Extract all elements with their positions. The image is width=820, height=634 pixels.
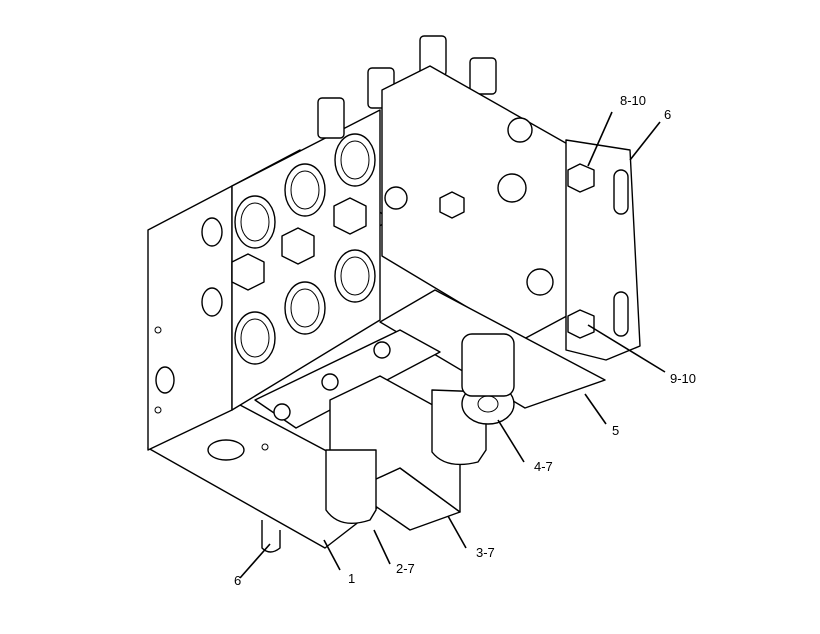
callout-3-7: 3-7	[476, 545, 495, 560]
hole-left-1	[154, 326, 162, 334]
leader-3-7	[447, 515, 467, 549]
callout-9-10: 9-10	[670, 371, 697, 386]
cover-port-4	[384, 186, 408, 210]
bracket-bolt-lower	[567, 309, 595, 339]
callout-6-bottom: 6	[234, 573, 242, 588]
base-fitting	[207, 439, 245, 461]
cover-bolt	[439, 191, 465, 219]
hex-plug-1	[231, 253, 265, 291]
spool-cap-4	[469, 57, 497, 95]
solenoid-cylinder	[461, 333, 515, 397]
hex-plug-3	[333, 197, 367, 235]
port-front-6-inner	[340, 256, 370, 296]
hex-plug-2	[281, 227, 315, 265]
base-hole	[261, 443, 269, 451]
cover-plate	[381, 65, 579, 341]
leader-5	[584, 393, 607, 425]
callout-5: 5	[612, 423, 620, 438]
callout-2-7: 2-7	[396, 561, 415, 576]
leader-2-7	[373, 529, 391, 565]
cover-port-2	[497, 173, 527, 203]
port-front-1-inner	[240, 202, 270, 242]
manifold-port-3	[373, 341, 391, 359]
leader-6-bottom	[239, 543, 271, 579]
leader-8-10	[587, 111, 613, 167]
bracket-slot-1	[613, 169, 629, 215]
port-front-5-inner	[290, 288, 320, 328]
hole-left-2	[154, 406, 162, 414]
cover-port-3	[526, 268, 554, 296]
port-front-4-inner	[240, 318, 270, 358]
port-front-3-inner	[340, 140, 370, 180]
callout-4-7: 4-7	[534, 459, 553, 474]
leader-1	[323, 539, 341, 571]
bracket-bolt-upper	[567, 163, 595, 193]
cover-port-1	[507, 117, 533, 143]
callout-8-10: 8-10	[620, 93, 647, 108]
callout-6-top: 6	[664, 107, 672, 122]
leader-4-7	[497, 419, 525, 463]
manifold-port-2	[321, 373, 339, 391]
callout-1: 1	[348, 571, 356, 586]
spool-cap-1	[317, 97, 345, 139]
bracket-slot-2	[613, 291, 629, 337]
leader-6-top	[629, 121, 661, 161]
port-front-2-inner	[290, 170, 320, 210]
leader-9-10	[587, 324, 666, 373]
lower-fitting	[261, 520, 281, 553]
manifold-port-1	[273, 403, 291, 421]
port-left-2	[201, 287, 223, 317]
port-left-1	[201, 217, 223, 247]
solenoid-coil-left	[325, 449, 377, 524]
port-left-3	[155, 366, 175, 394]
